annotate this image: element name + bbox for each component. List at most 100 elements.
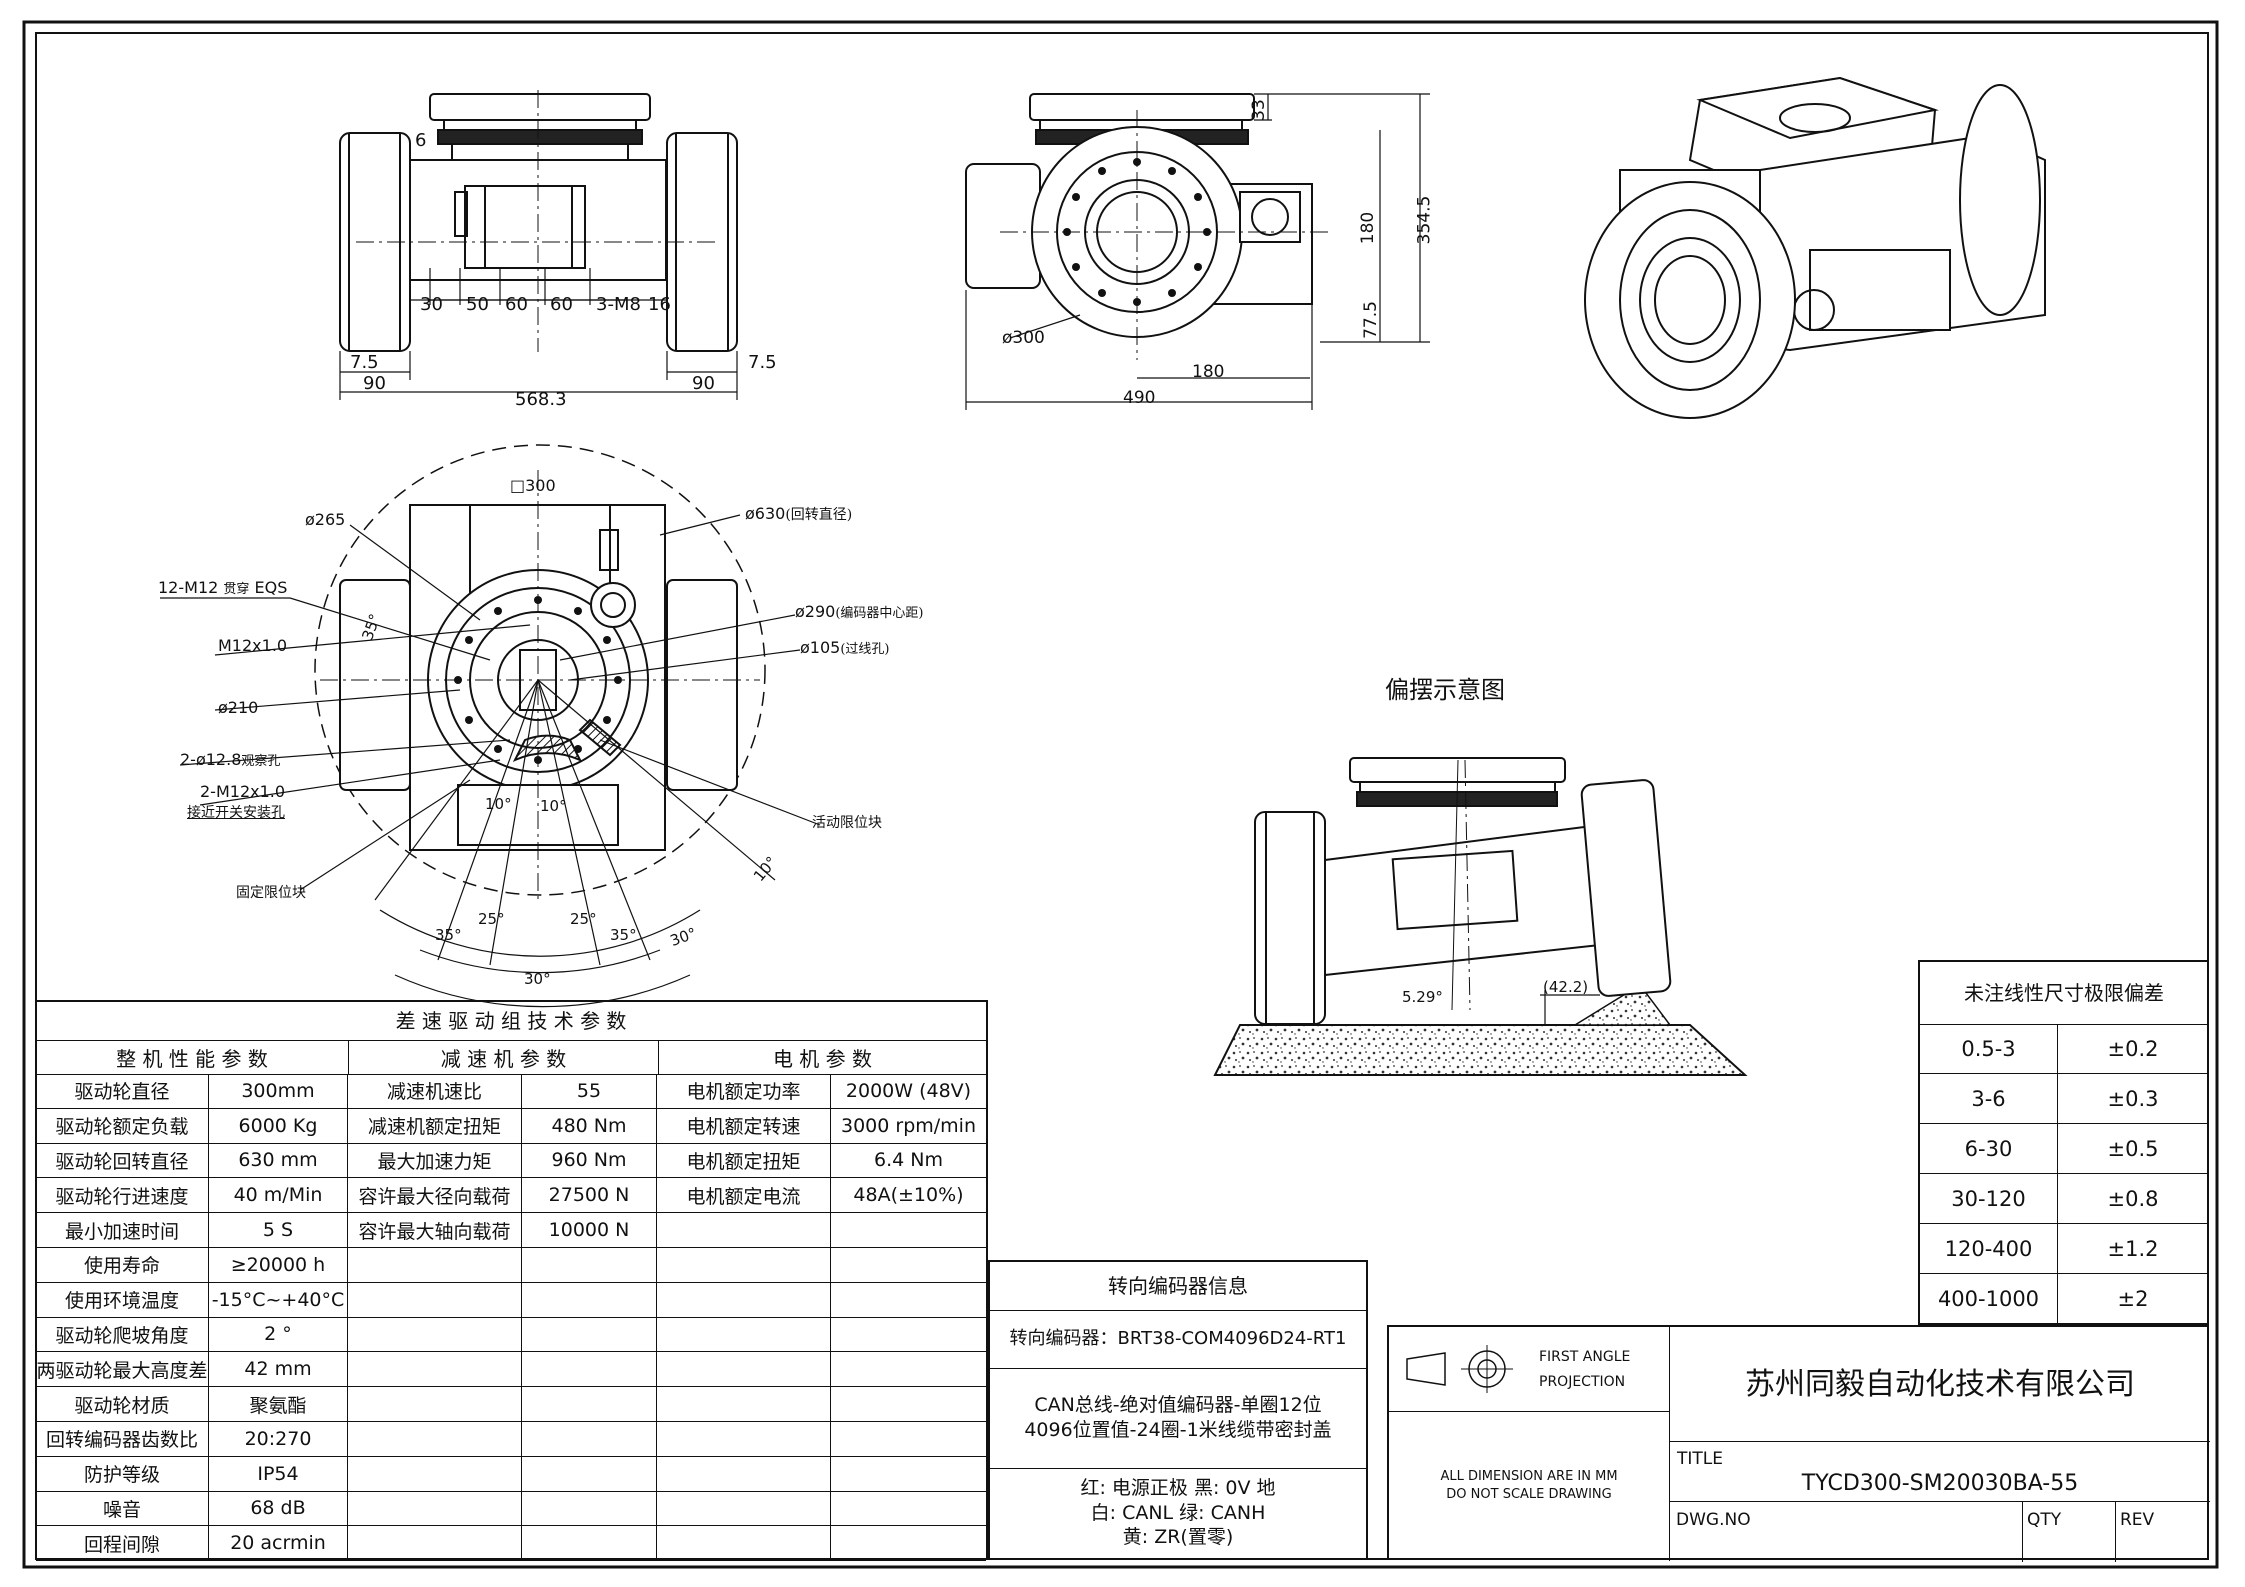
params-cell	[522, 1491, 657, 1526]
params-cell: 噪音	[36, 1491, 209, 1526]
front-dim-7.5a: 7.5	[350, 352, 379, 373]
params-cell	[831, 1352, 986, 1386]
iso-wheel-right	[1959, 84, 2041, 316]
params-cell	[348, 1422, 522, 1456]
top-angle-10b: 10°	[540, 797, 567, 815]
top-angle-35b: 35°	[435, 926, 462, 944]
params-cell	[522, 1282, 657, 1317]
swing-view	[1213, 757, 1748, 1076]
params-cell	[657, 1352, 831, 1387]
params-cell	[348, 1282, 522, 1317]
params-cell	[657, 1282, 831, 1317]
side-dim-490: 490	[1123, 388, 1156, 408]
params-cell: 驱动轮额定负载	[36, 1108, 209, 1143]
encoder-wire-line3: 黄: ZR(置零)	[1122, 1526, 1234, 1549]
params-cell	[522, 1248, 657, 1282]
side-turntable	[1029, 93, 1255, 121]
title-divider	[1669, 1327, 1670, 1561]
params-cell	[522, 1526, 657, 1561]
top-label-2m12: 2-M12x1.0	[200, 782, 286, 801]
params-cell	[522, 1317, 657, 1352]
params-cell: 防护等级	[36, 1456, 209, 1491]
params-cell: 6.4 Nm	[874, 1149, 943, 1172]
params-cell	[657, 1491, 831, 1526]
iso-wheel-left	[1584, 181, 1796, 419]
qty-label: QTY	[2027, 1510, 2062, 1530]
top-label-hole128: 2-ø12.8观察孔	[180, 750, 280, 769]
encoder-desc-line2: 4096位置值-24圈-1米线缆带密封盖	[1024, 1419, 1332, 1441]
params-cell	[831, 1248, 986, 1282]
params-cell: -15°C~+40°C	[209, 1282, 348, 1317]
encoder-desc: CAN总线-绝对值编码器-单圈12位 4096位置值-24圈-1米线缆带密封盖	[990, 1368, 1366, 1469]
side-dim-77: 77.5	[1360, 301, 1381, 339]
tolerance-row: 6-30±0.5	[1920, 1124, 2208, 1174]
params-cell	[831, 1526, 986, 1560]
params-cell	[522, 1422, 657, 1456]
top-label-m12x1: M12x1.0	[218, 636, 288, 655]
params-cell	[348, 1491, 522, 1526]
top-label-active-stop: 活动限位块	[812, 815, 882, 831]
tolerance-row: 0.5-3±0.2	[1920, 1024, 2208, 1074]
params-cell: 300mm	[209, 1074, 348, 1108]
front-dim-90a: 90	[363, 373, 386, 394]
params-cell: 电机额定电流	[657, 1178, 831, 1213]
front-dim-60a: 60	[505, 294, 528, 315]
front-dim-6: 6	[415, 130, 427, 151]
params-cell	[831, 1492, 986, 1526]
params-cell	[657, 1526, 831, 1561]
title-value: TYCD300-SM20030BA-55	[1801, 1470, 2079, 1496]
params-header-machine: 整 机 性 能 参 数	[36, 1040, 349, 1074]
tolerance-row: 120-400±1.2	[1920, 1224, 2208, 1274]
params-cell: 电机额定转速	[657, 1108, 831, 1143]
side-view	[965, 93, 1430, 410]
front-dim-60b: 60	[550, 294, 573, 315]
encoder-wire-line2: 白: CANL 绿: CANH	[1090, 1501, 1266, 1524]
top-angle-30b: 30°	[524, 970, 551, 988]
projection-symbol	[1406, 1345, 1513, 1393]
params-header-row: 整 机 性 能 参 数 减 速 机 参 数 电 机 参 数	[36, 1040, 986, 1075]
top-label-d265: ø265	[305, 510, 346, 529]
front-dim-568: 568.3	[515, 389, 567, 410]
params-cell: 驱动轮爬坡角度	[36, 1317, 209, 1352]
title-block: FIRST ANGLE PROJECTION ALL DIMENSION ARE…	[1387, 1325, 2210, 1562]
projection-box: FIRST ANGLE PROJECTION	[1389, 1327, 1669, 1412]
params-cell: 驱动轮材质	[36, 1387, 209, 1421]
top-label-d210: ø210	[218, 698, 259, 717]
top-right-wheel	[666, 579, 738, 791]
params-cell: 480 Nm	[522, 1108, 657, 1143]
params-cell	[657, 1317, 831, 1352]
tolerance-row: 30-120±0.8	[1920, 1174, 2208, 1224]
front-motor	[464, 185, 586, 269]
front-dim-50: 50	[466, 294, 489, 315]
params-row: 驱动轮材质聚氨酯	[36, 1387, 986, 1422]
top-label-d105-value: ø105	[800, 638, 841, 657]
swing-angle: 5.29°	[1402, 988, 1443, 1006]
params-cell: 驱动轮行进速度	[36, 1178, 209, 1213]
params-table: 差 速 驱 动 组 技 术 参 数 整 机 性 能 参 数 减 速 机 参 数 …	[36, 1000, 988, 1562]
front-dim-7.5b: 7.5	[748, 352, 777, 373]
params-cell: 20:270	[209, 1422, 348, 1456]
dimension-note: ALL DIMENSION ARE IN MM DO NOT SCALE DRA…	[1389, 1411, 1669, 1561]
params-cell: 驱动轮直径	[36, 1074, 209, 1108]
dwg-row: DWG.NO QTY REV	[1670, 1501, 2210, 1562]
swing-dim: (42.2)	[1543, 978, 1589, 996]
params-cell: 电机额定功率	[657, 1074, 831, 1108]
params-cell	[831, 1457, 986, 1491]
params-cell: 55	[522, 1074, 657, 1108]
swing-ground	[1213, 1024, 1748, 1076]
params-cell	[657, 1387, 831, 1421]
params-cell	[348, 1248, 522, 1282]
tolerance-range: 400-1000	[1920, 1274, 2058, 1324]
top-label-hole128-note: 观察孔	[241, 754, 281, 769]
params-cell	[348, 1317, 522, 1352]
projection-text: FIRST ANGLE PROJECTION	[1539, 1345, 1630, 1395]
top-label-d630-value: ø630	[745, 504, 786, 523]
